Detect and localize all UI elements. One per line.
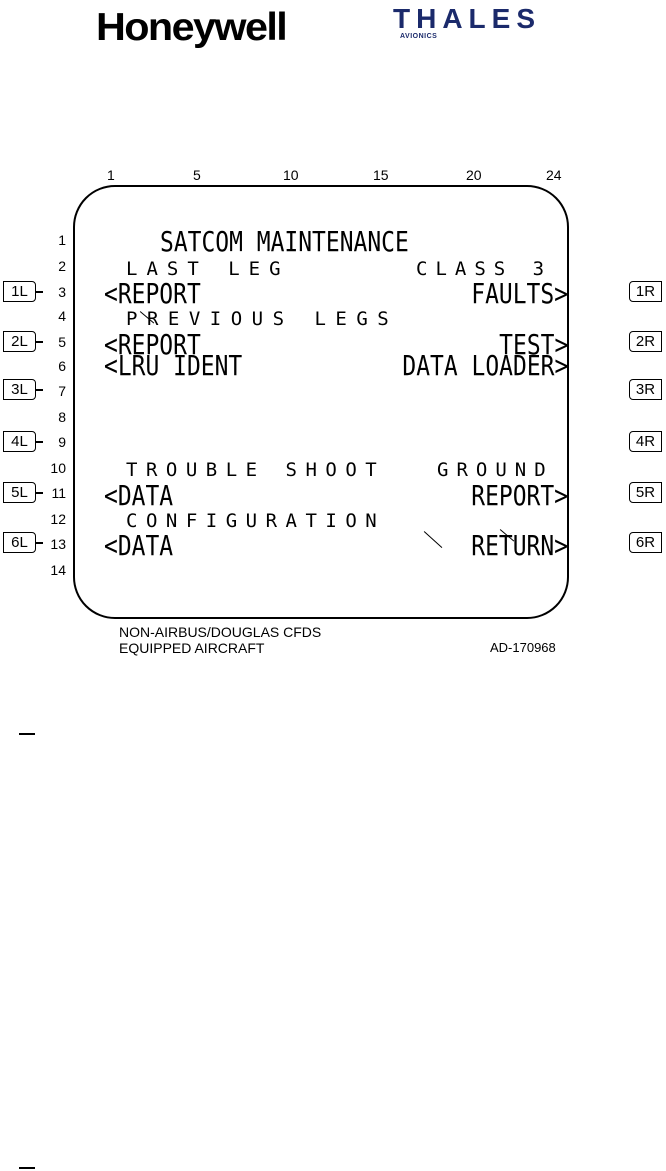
- thales-avionics-label: AVIONICS: [400, 33, 438, 40]
- test-button[interactable]: TEST>: [498, 328, 568, 361]
- row-number: 8: [58, 409, 66, 425]
- configuration-label: CONFIGURATION: [126, 510, 386, 532]
- lsk-5l-button[interactable]: 5L: [3, 482, 36, 503]
- row-number: 12: [50, 511, 66, 527]
- page-title: SATCOM MAINTENANCE: [160, 225, 409, 258]
- row-number: 1: [58, 232, 66, 248]
- lsk-3r-button[interactable]: 3R: [629, 379, 662, 400]
- honeywell-logo: Honeywell: [96, 6, 288, 49]
- last-leg-label: LAST LEG: [126, 258, 290, 280]
- row-number: 4: [58, 308, 66, 324]
- key-connector: [36, 542, 43, 544]
- lsk-1r-button[interactable]: 1R: [629, 281, 662, 302]
- column-number: 1: [107, 167, 115, 183]
- key-connector: [36, 492, 43, 494]
- column-number: 5: [193, 167, 201, 183]
- key-connector: [36, 341, 43, 343]
- row-number: 9: [58, 434, 66, 450]
- data-loader-button[interactable]: DATA LOADER>: [402, 349, 568, 382]
- row-number: 11: [51, 485, 66, 501]
- figure-id: AD-170968: [490, 640, 556, 655]
- key-connector: [36, 441, 43, 443]
- previous-legs-label: PREVIOUS LEGS: [126, 308, 399, 330]
- lru-ident-button[interactable]: <LRU IDENT: [104, 349, 243, 382]
- last-leg-report-button[interactable]: <REPORT: [104, 277, 201, 310]
- lsk-3l-button[interactable]: 3L: [3, 379, 36, 400]
- row-number: 10: [50, 460, 66, 476]
- row-number: 7: [58, 383, 66, 399]
- lsk-4r-button[interactable]: 4R: [629, 431, 662, 452]
- previous-legs-report-button[interactable]: <REPORT: [104, 328, 201, 361]
- lsk-1l-button[interactable]: 1L: [3, 281, 36, 302]
- row-number: 5: [58, 334, 66, 350]
- footnote-line-1: NON-AIRBUS/DOUGLAS CFDS: [119, 624, 322, 640]
- footnote-line-2: EQUIPPED AIRCRAFT: [119, 640, 265, 656]
- faults-button[interactable]: FAULTS>: [471, 277, 568, 310]
- row-number: 3: [58, 284, 66, 300]
- lsk-2r-button[interactable]: 2R: [629, 331, 662, 352]
- column-number: 24: [546, 167, 562, 183]
- trouble-shoot-label: TROUBLE SHOOT: [126, 459, 386, 481]
- return-button[interactable]: RETURN>: [471, 529, 568, 562]
- row-number: 6: [58, 358, 66, 374]
- configuration-data-button[interactable]: <DATA: [104, 529, 174, 562]
- ground-report-button[interactable]: REPORT>: [471, 479, 568, 512]
- cdu-display-frame: [73, 185, 569, 619]
- column-number: 15: [373, 167, 389, 183]
- row-number: 13: [50, 536, 66, 552]
- column-number: 20: [466, 167, 482, 183]
- thales-logo: THALES: [393, 3, 541, 34]
- class-label: CLASS 3: [416, 258, 553, 280]
- row-number: 14: [50, 562, 66, 578]
- key-connector: [36, 389, 43, 391]
- page-dash-bottom: [19, 1167, 35, 1169]
- lsk-6r-button[interactable]: 6R: [629, 532, 662, 553]
- ground-label: GROUND: [437, 459, 554, 481]
- lsk-6l-button[interactable]: 6L: [3, 532, 36, 553]
- column-number: 10: [283, 167, 299, 183]
- row-number: 2: [58, 258, 66, 274]
- lsk-2l-button[interactable]: 2L: [3, 331, 36, 352]
- page-dash-top: [19, 733, 35, 735]
- lsk-5r-button[interactable]: 5R: [629, 482, 662, 503]
- lsk-4l-button[interactable]: 4L: [3, 431, 36, 452]
- trouble-shoot-data-button[interactable]: <DATA: [104, 479, 174, 512]
- key-connector: [36, 291, 43, 293]
